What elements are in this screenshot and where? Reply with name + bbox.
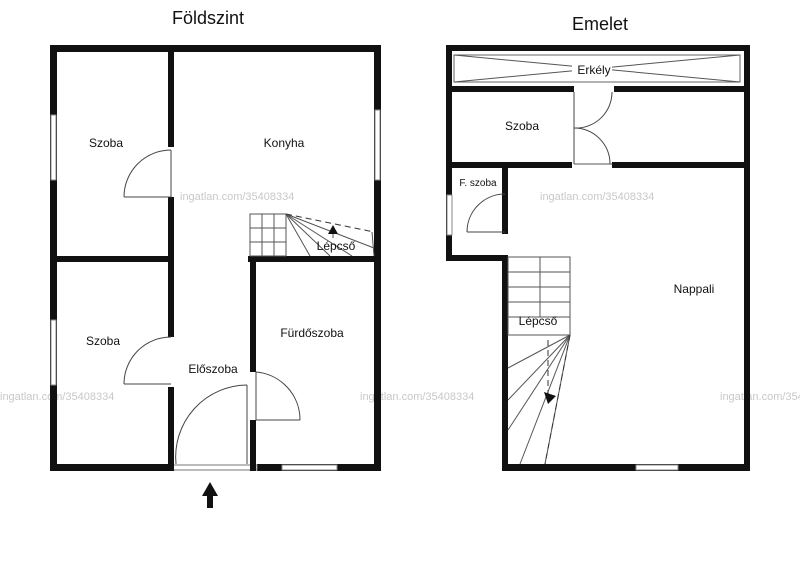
watermark-text: ingatlan.com/35408334 [360,391,474,403]
wall [250,262,256,372]
door-entrance [175,384,248,465]
wall [250,420,256,471]
door-room-top [573,127,612,165]
wall [50,45,380,52]
door-room-top-left [123,149,172,198]
ground-floor: Földszint [50,8,381,508]
watermark-text: ingatlan.com/35408334 [720,391,800,403]
room-label: Erkély [577,63,610,77]
arrow-up-icon [328,225,338,234]
watermark-text: ingatlan.com/35408334 [0,391,114,403]
wall [168,197,174,337]
wall [50,464,172,471]
wall [502,168,508,234]
upper-floor: Emelet Erkély [446,14,750,471]
room-label: Lépcső [519,314,558,328]
stairs-upper [507,256,571,465]
room-label: Szoba [86,334,120,348]
wall [374,45,381,471]
room-label: Szoba [89,136,123,150]
entrance-threshold [171,464,258,471]
ground-floor-title: Földszint [172,8,244,28]
room-label: F. szoba [459,178,497,189]
door-room-bottom-left [123,336,172,385]
watermark-text: ingatlan.com/35408334 [180,191,294,203]
wall [168,387,174,471]
window [281,464,338,471]
window [374,109,381,181]
door-small-room [466,193,506,233]
watermark-text: ingatlan.com/35408334 [540,191,654,203]
wall [248,256,374,262]
wall [446,45,452,261]
room-label: Fürdőszoba [280,326,344,340]
window [446,194,453,236]
window [635,464,679,471]
upper-floor-title: Emelet [572,14,628,34]
room-label: Konyha [264,136,305,150]
door-balcony [573,86,614,129]
wall [57,256,168,262]
arrow-down-icon [544,392,556,404]
wall [168,52,174,147]
window [50,319,57,386]
wall [446,255,508,261]
arrow-up-icon [202,482,218,508]
wall [446,162,572,168]
wall [612,162,750,168]
wall [502,464,750,471]
room-label: Szoba [505,119,539,133]
wall [502,255,508,471]
watermarks: ingatlan.com/35408334 ingatlan.com/35408… [0,191,800,403]
window [50,114,57,181]
wall [744,45,750,471]
balcony-railing [453,54,741,83]
wall [50,45,57,471]
room-label: Lépcső [317,239,356,253]
stairs-ground [249,213,375,257]
room-label: Előszoba [188,362,238,376]
wall [446,45,750,51]
door-bathroom [255,371,301,421]
room-label: Nappali [674,282,715,296]
